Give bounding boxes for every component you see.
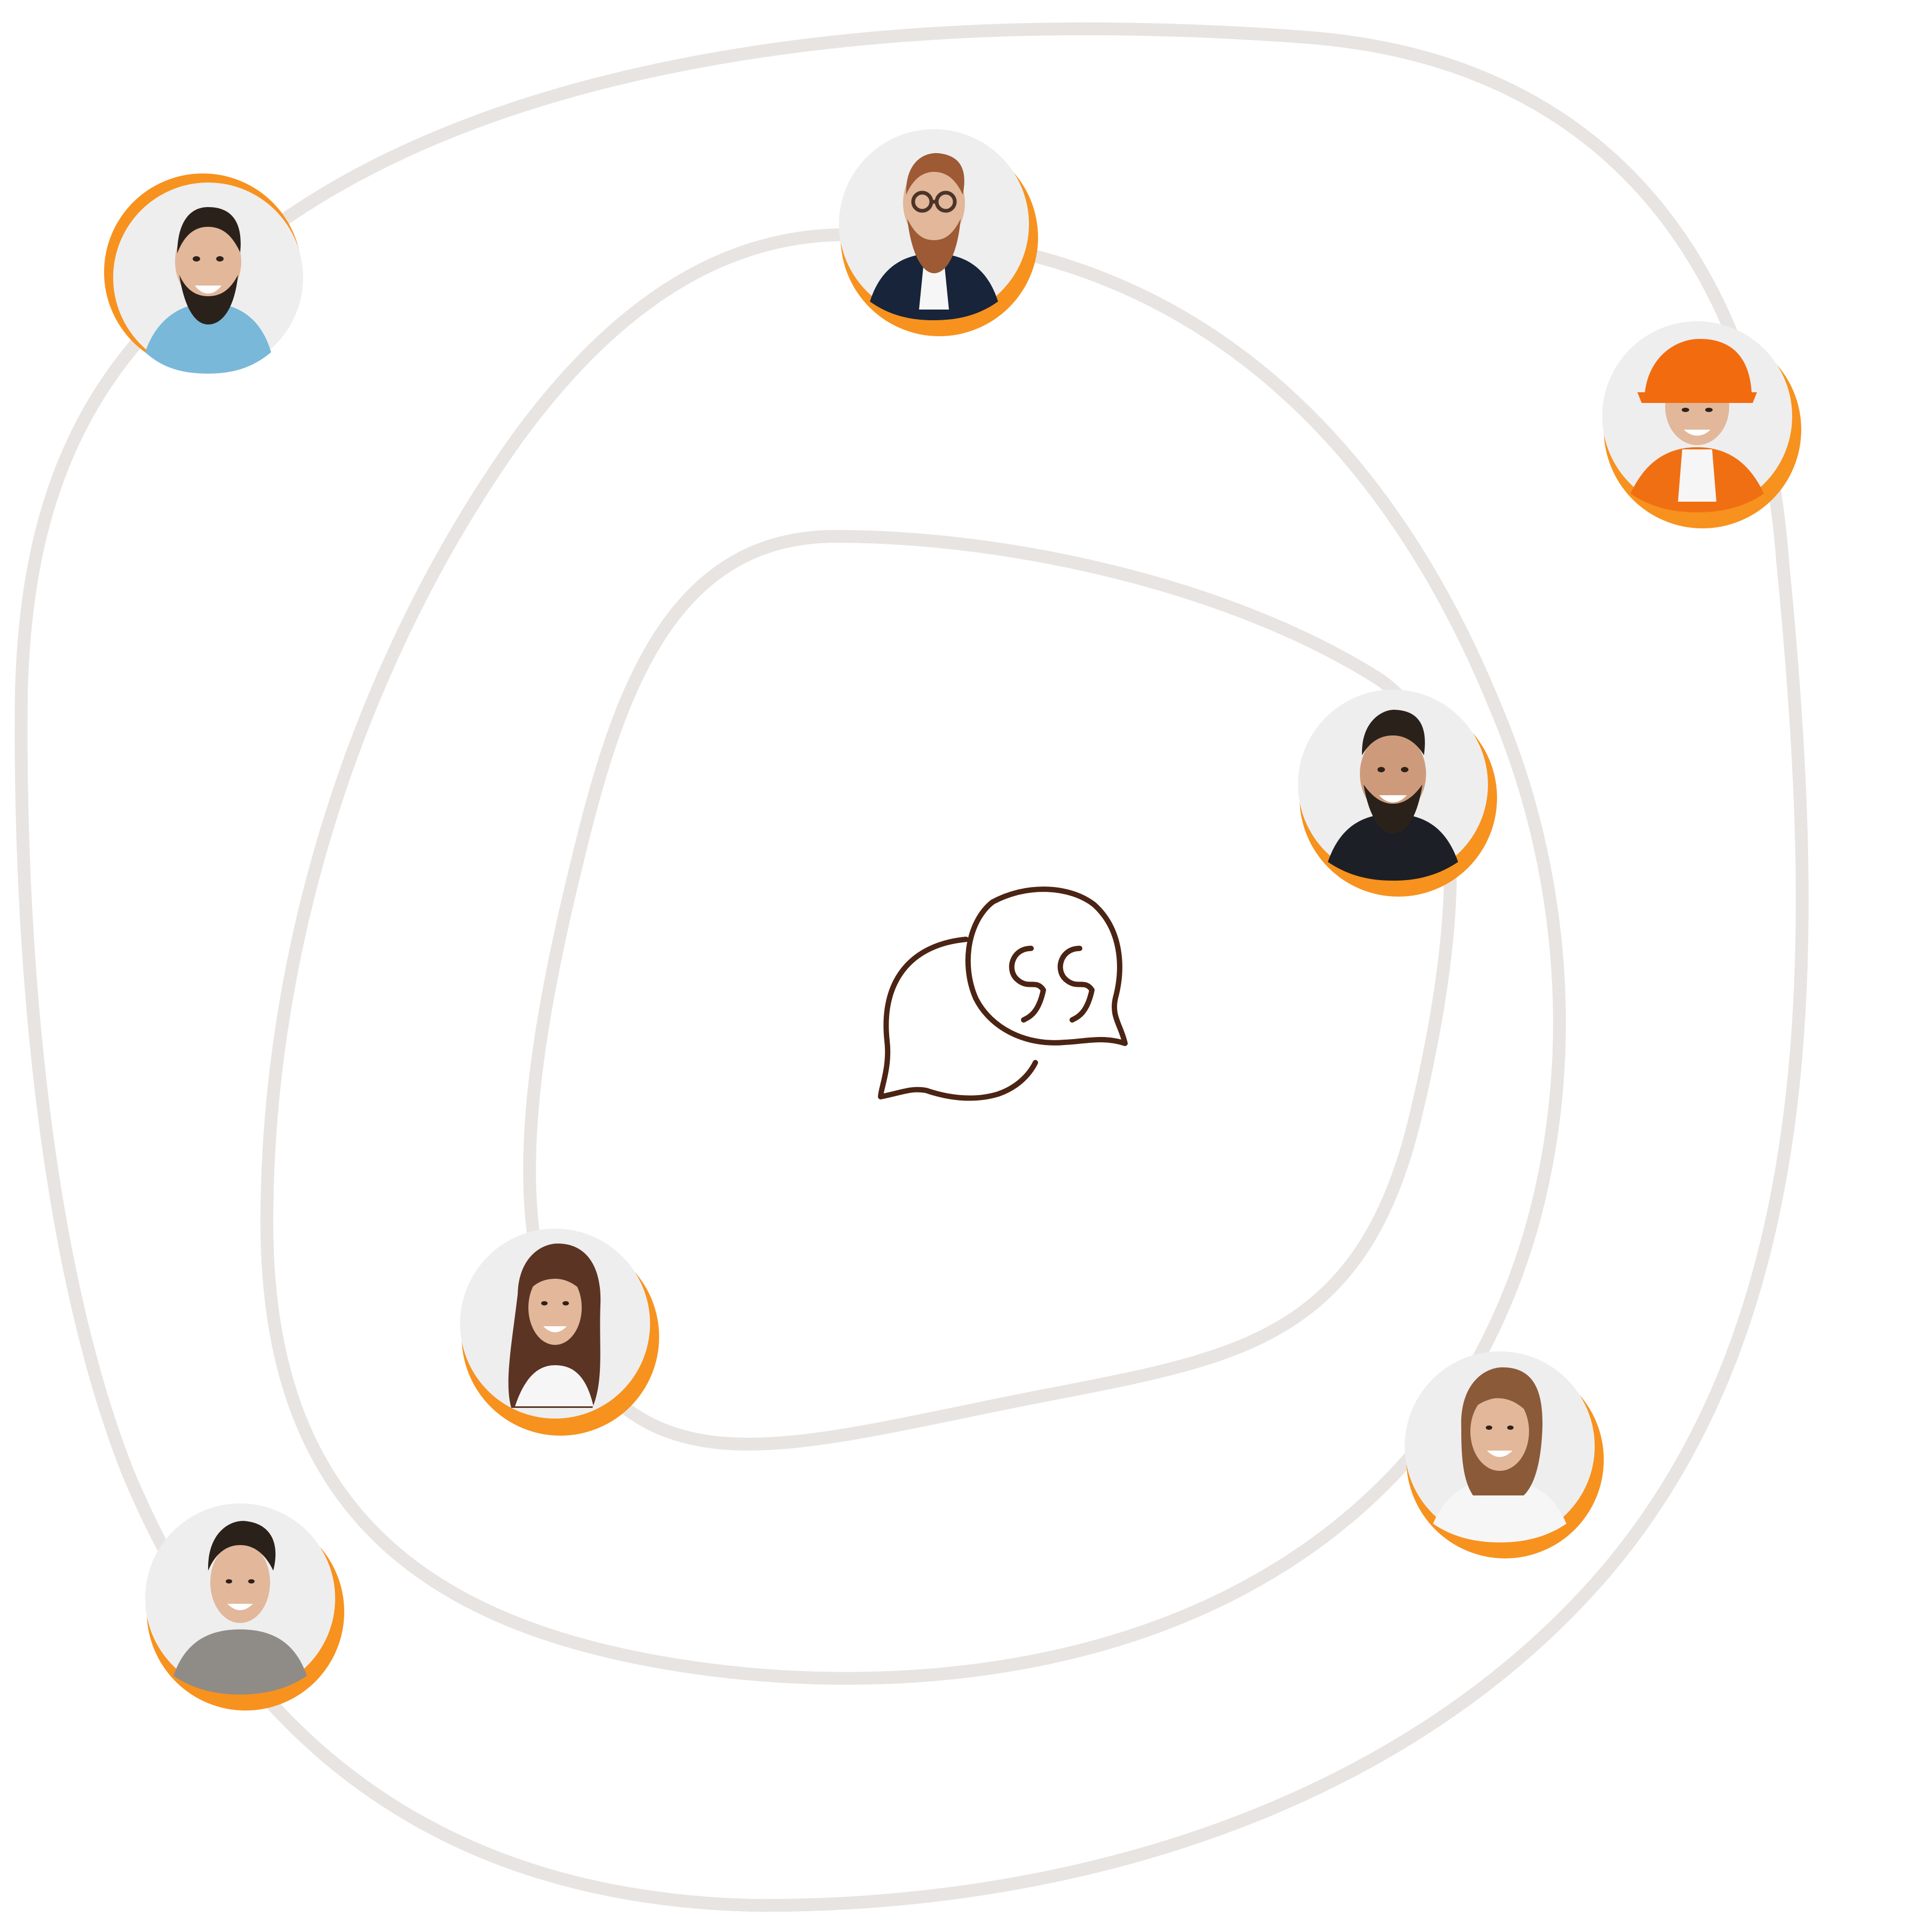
avatar-2 — [839, 129, 1038, 336]
avatar-4 — [1298, 690, 1497, 897]
avatar-1 — [104, 173, 303, 374]
orbit-lines — [14, 22, 1809, 1912]
inner-orbit — [523, 530, 1457, 1451]
avatar-6 — [1405, 1351, 1604, 1558]
outer-orbit — [14, 22, 1809, 1912]
avatar-5 — [460, 1229, 659, 1436]
center-quote-icon — [878, 886, 1128, 1101]
avatar-3 — [1602, 321, 1801, 528]
middle-orbit — [260, 228, 1566, 1685]
avatar-7 — [145, 1503, 344, 1711]
